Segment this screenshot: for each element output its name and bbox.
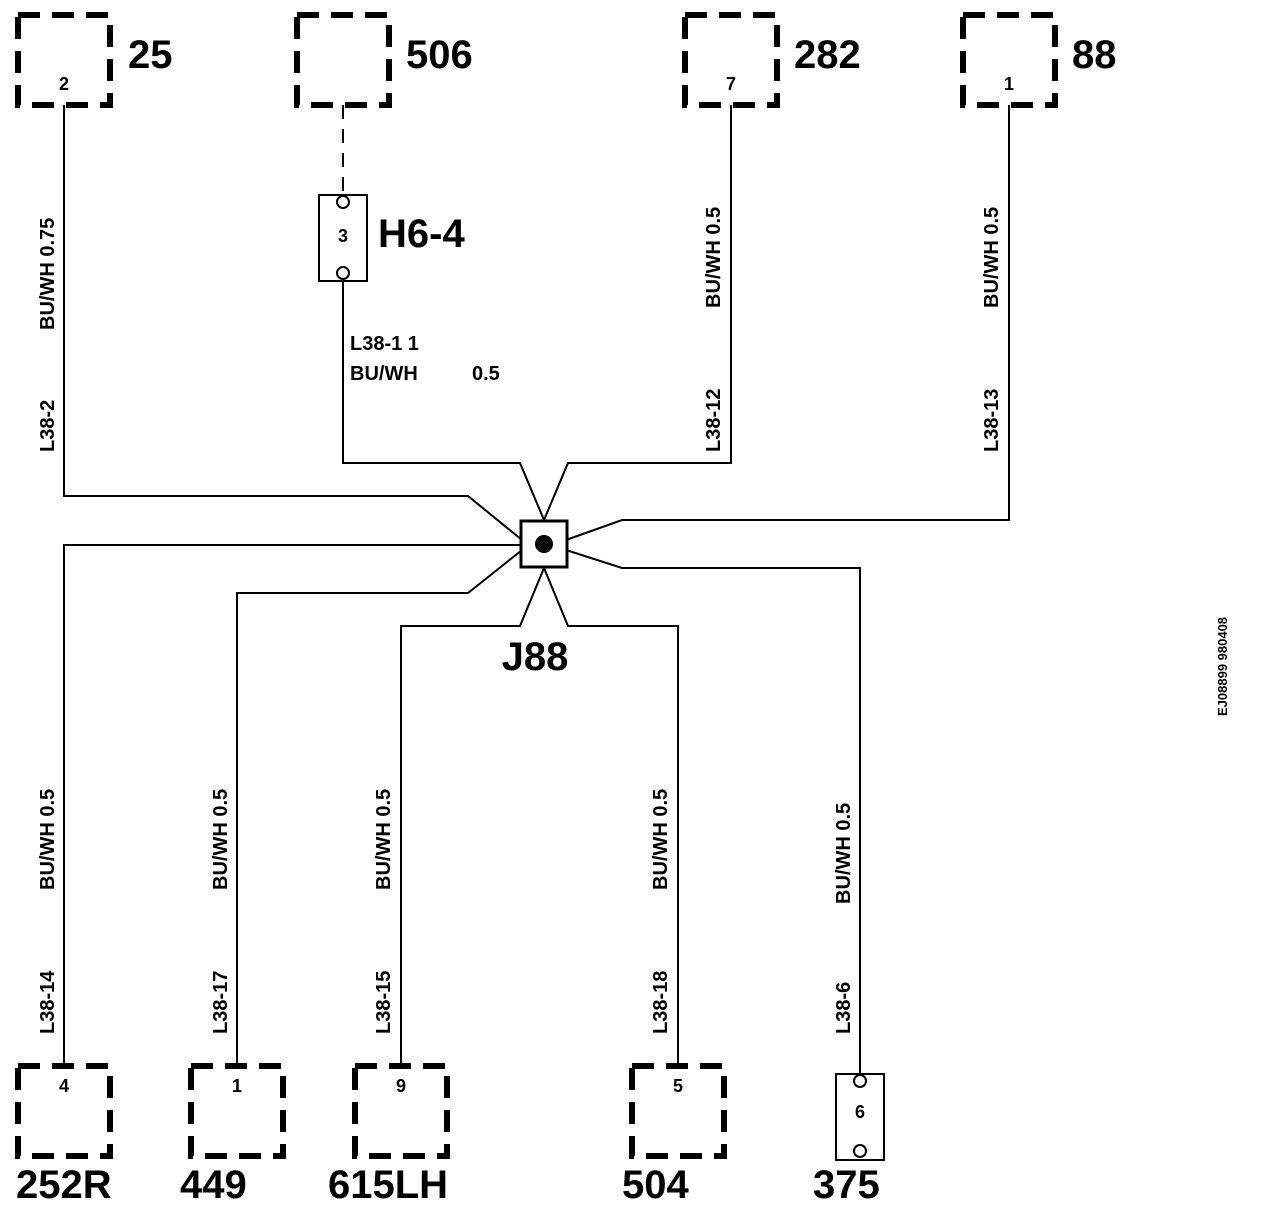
wire-l38-13-spec: BU/WH 0.5	[981, 207, 1003, 308]
wire-l38-18-spec: BU/WH 0.5	[650, 789, 672, 890]
wire-l38-12	[543, 105, 732, 521]
wire-l38-1	[342, 281, 545, 521]
connector-282-box	[682, 12, 780, 108]
connector-252r-label: 252R	[16, 1163, 112, 1207]
wire-l38-14	[63, 544, 522, 1066]
wire-l38-6	[565, 549, 861, 1074]
wire-l38-17	[236, 549, 523, 1066]
wire-l38-2-circuit: L38-2	[37, 400, 59, 452]
wire-l38-15-circuit: L38-15	[373, 971, 395, 1034]
splice-j88-label: J88	[502, 635, 569, 679]
connector-375-terminal-top	[853, 1074, 867, 1088]
connector-h6-4-terminal-bottom	[336, 266, 350, 280]
wire-l38-2	[63, 105, 523, 541]
wire-l38-17-spec: BU/WH 0.5	[210, 789, 232, 890]
wire-l38-17-circuit: L38-17	[210, 971, 232, 1034]
wire-l38-15-spec: BU/WH 0.5	[373, 789, 395, 890]
connector-25-box	[15, 12, 113, 108]
connector-252r-box	[15, 1063, 113, 1159]
wire-l38-12-spec: BU/WH 0.5	[703, 207, 725, 308]
wire-l38-12-circuit: L38-12	[703, 389, 725, 452]
connector-615lh-pin: 9	[396, 1076, 406, 1096]
wire-l38-13	[565, 105, 1010, 541]
connector-449-label: 449	[180, 1163, 247, 1207]
wire-l38-14-spec: BU/WH 0.5	[37, 789, 59, 890]
wire-l38-2-spec: BU/WH 0.75	[37, 218, 59, 330]
connector-h6-4-pin: 3	[338, 226, 348, 246]
connector-88-label: 88	[1072, 33, 1117, 77]
wire-h6-circuit-label: L38-1 1	[350, 333, 419, 355]
wire-l38-18-circuit: L38-18	[650, 971, 672, 1034]
wire-l38-6-spec: BU/WH 0.5	[833, 803, 855, 904]
connector-375-pin: 6	[855, 1102, 865, 1122]
connector-282-label: 282	[794, 33, 861, 77]
connector-25-pin: 2	[59, 74, 69, 94]
connector-25-label: 25	[128, 33, 173, 77]
wire-l38-15	[400, 567, 545, 1066]
wire-h6-spec-color: BU/WH	[350, 363, 418, 385]
connector-h6-4-label: H6-4	[378, 212, 465, 256]
wire-l38-6-circuit: L38-6	[833, 982, 855, 1034]
wire-h6-spec-size: 0.5	[472, 363, 500, 385]
connector-88-pin: 1	[1004, 74, 1014, 94]
connector-449-pin: 1	[232, 1076, 242, 1096]
connector-252r-pin: 4	[59, 1076, 69, 1096]
wire-l38-18	[543, 567, 679, 1066]
connector-504-pin: 5	[673, 1076, 683, 1096]
wire-l38-13-circuit: L38-13	[981, 389, 1003, 452]
wire-l38-14-circuit: L38-14	[37, 970, 59, 1034]
connector-h6-4-terminal-top	[336, 195, 350, 209]
connector-375-terminal-bottom	[853, 1144, 867, 1158]
connector-615lh-box	[352, 1063, 450, 1159]
connector-506-box	[294, 12, 392, 108]
connector-88-box	[960, 12, 1058, 108]
connector-615lh-label: 615LH	[328, 1163, 448, 1207]
splice-j88-dot	[535, 535, 553, 553]
connector-282-pin: 7	[726, 74, 736, 94]
document-id: EJ08899 980408	[1215, 617, 1230, 716]
connector-449-box	[188, 1063, 286, 1159]
connector-506-label: 506	[406, 33, 473, 77]
connector-504-label: 504	[622, 1163, 689, 1207]
connector-375-label: 375	[813, 1163, 880, 1207]
connector-504-box	[629, 1063, 727, 1159]
